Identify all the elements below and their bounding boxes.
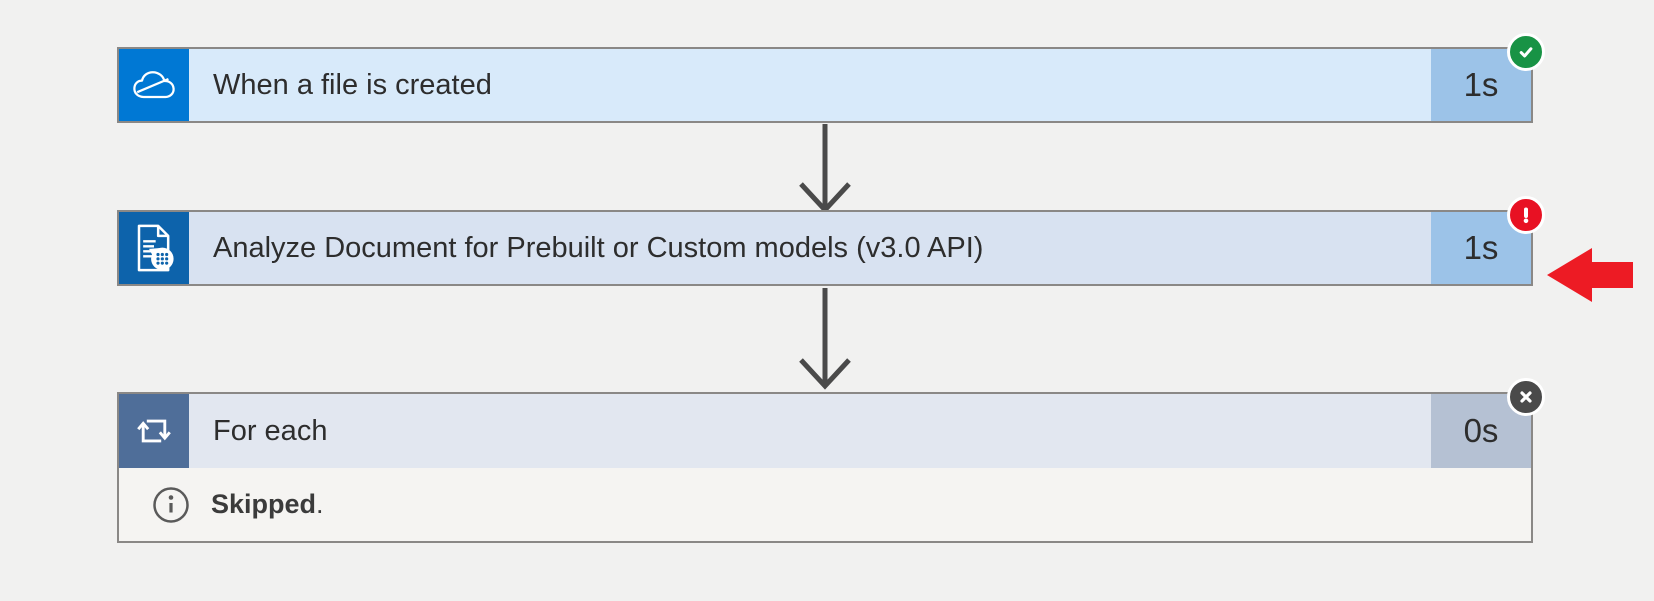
step-title: For each bbox=[213, 414, 328, 447]
step-card-when-a-file-is-created[interactable]: When a file is created 1s bbox=[117, 33, 1545, 123]
onedrive-icon bbox=[119, 49, 189, 121]
x-icon bbox=[1520, 391, 1532, 403]
skipped-message: Skipped. bbox=[211, 489, 324, 520]
step-card-header: When a file is created 1s bbox=[119, 49, 1531, 121]
step-card-header: For each 0s bbox=[119, 394, 1531, 468]
skipped-suffix: . bbox=[316, 489, 324, 519]
step-card-for-each[interactable]: For each 0s Skipped. bbox=[117, 378, 1545, 543]
info-icon bbox=[153, 486, 189, 523]
status-badge-failed bbox=[1507, 196, 1545, 234]
step-status-message: Skipped. bbox=[119, 468, 1531, 541]
status-badge-succeeded bbox=[1507, 33, 1545, 71]
step-card-header: Analyze Document for Prebuilt or Custom … bbox=[119, 212, 1531, 284]
check-icon bbox=[1519, 47, 1533, 58]
step-title: Analyze Document for Prebuilt or Custom … bbox=[213, 231, 984, 264]
for-each-loop-icon bbox=[119, 394, 189, 468]
annotation-arrow-left bbox=[1547, 248, 1633, 302]
skipped-label: Skipped bbox=[211, 489, 317, 519]
status-badge-skipped bbox=[1507, 378, 1545, 416]
step-title: When a file is created bbox=[213, 68, 492, 101]
connector-arrow-down bbox=[799, 288, 851, 390]
exclamation-icon bbox=[1523, 207, 1529, 224]
step-duration: 0s bbox=[1431, 394, 1531, 468]
document-analyze-icon bbox=[119, 212, 189, 284]
step-card-analyze-document[interactable]: Analyze Document for Prebuilt or Custom … bbox=[117, 196, 1545, 286]
connector-arrow-down bbox=[799, 124, 851, 214]
